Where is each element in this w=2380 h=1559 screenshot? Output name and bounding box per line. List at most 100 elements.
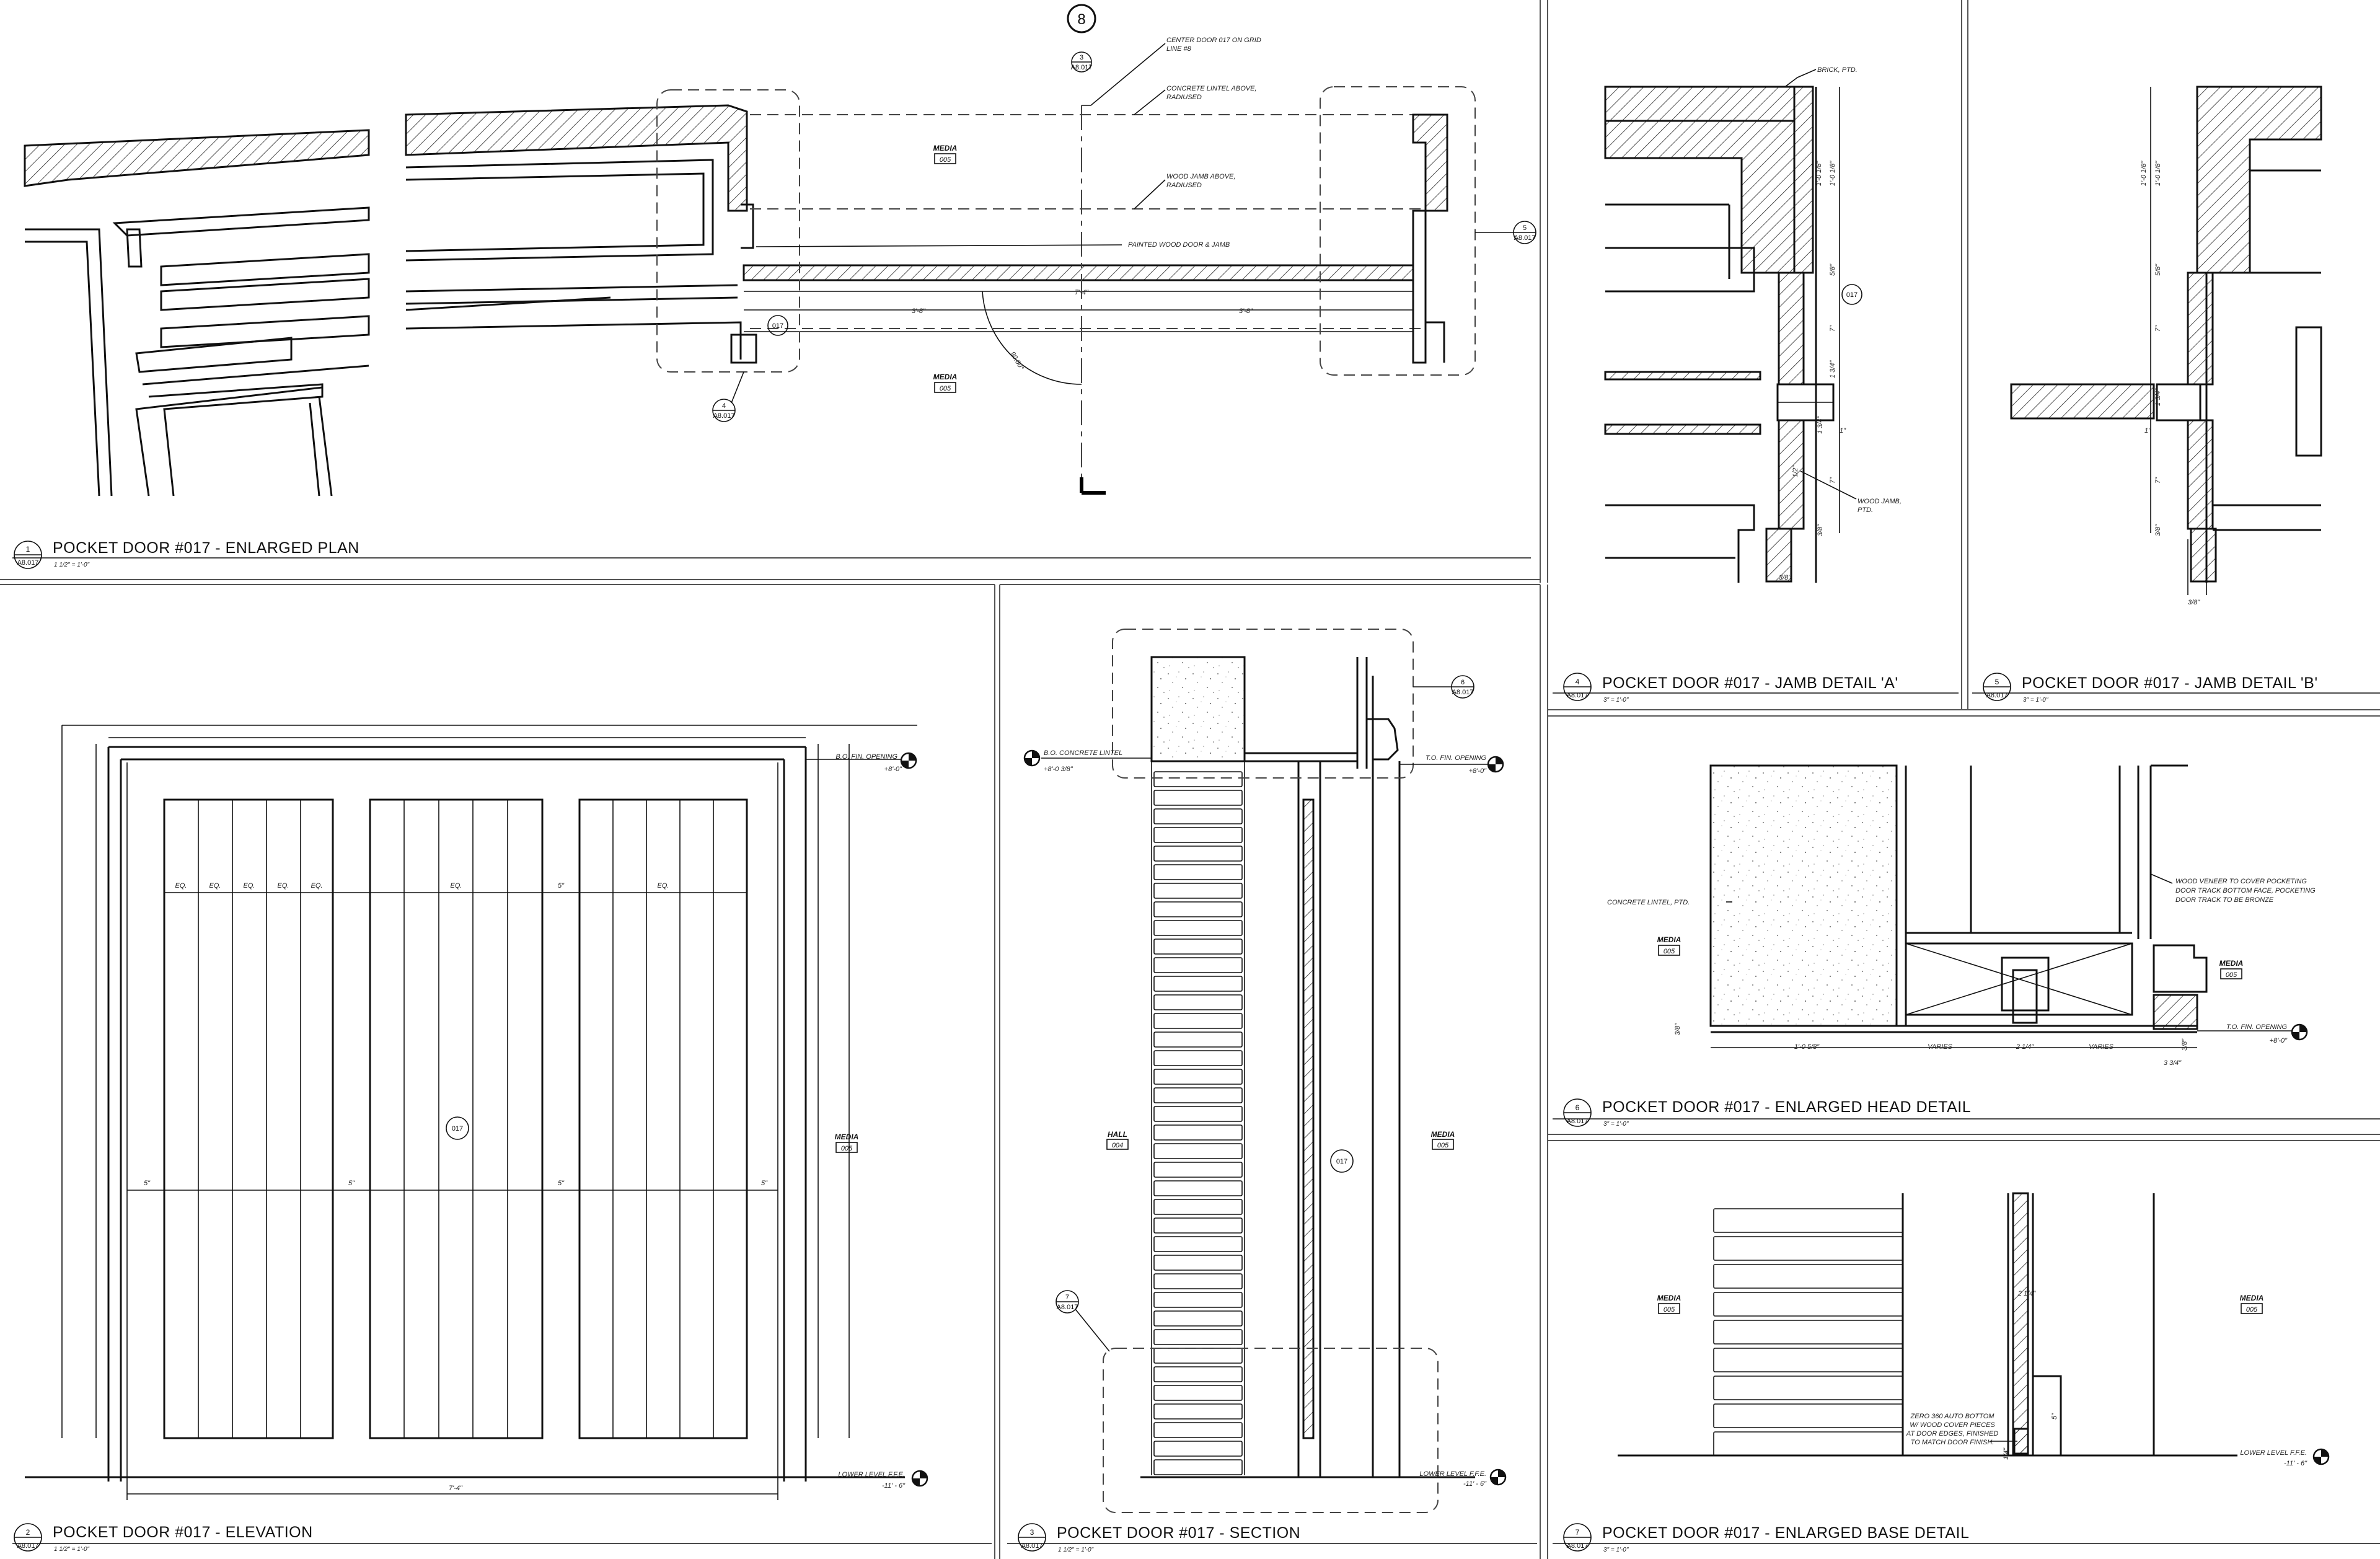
section-slat	[1153, 1199, 1243, 1215]
elev-door-tag: 017	[452, 1125, 463, 1133]
elev-ll-elevation: -11' - 6"	[882, 1482, 906, 1490]
section-slat	[1153, 1069, 1243, 1085]
base-slat	[1713, 1292, 1903, 1317]
view-2-title: POCKET DOOR #017 - ELEVATION	[53, 1524, 313, 1541]
view-5-sheet: A8.017	[1986, 692, 2008, 699]
elev-dim-eq-7: EQ.	[658, 882, 669, 890]
base-ll-label: LOWER LEVEL F.F.E.	[2240, 1449, 2307, 1457]
section-slat	[1153, 1292, 1243, 1308]
plan-note-center-2: LINE #8	[1166, 45, 1192, 53]
section-slat	[1153, 1217, 1243, 1234]
section-slat	[1153, 938, 1243, 955]
section-slat	[1153, 901, 1243, 917]
section-callout-6-num: 6	[1461, 679, 1465, 686]
base-ll-elevation: -11' - 6"	[2284, 1460, 2307, 1467]
plan-note-lintel: CONCRETE LINTEL ABOVE,	[1166, 85, 1256, 92]
head-dim-4: VARIES	[2089, 1043, 2113, 1051]
elev-dim-5in-1: 5"	[144, 1180, 151, 1187]
base-slat-wall	[1713, 1208, 1903, 1456]
view-6-number: 6	[1576, 1103, 1580, 1112]
view-6-scale: 3" = 1'-0"	[1603, 1121, 1629, 1128]
section-room-media-num: 005	[1437, 1142, 1449, 1149]
jamb-a-dim-11: 3/8"	[1779, 574, 1791, 581]
base-note-3: AT DOOR EDGES, FINISHED	[1906, 1430, 1998, 1438]
view-4-title: POCKET DOOR #017 - JAMB DETAIL 'A'	[1602, 674, 1898, 692]
jamb-a-dim-5: 1 3/4"	[1829, 360, 1836, 378]
callout-5-num: 5	[1523, 224, 1527, 232]
view-1-sheet: A8.017	[17, 559, 39, 567]
section-slat	[1153, 1441, 1243, 1457]
head-room-media-left-num: 005	[1664, 948, 1675, 955]
plan-dim-swing: 90.00°	[1008, 351, 1025, 372]
callout-3-sheet: A8.017	[1071, 64, 1093, 71]
jamb-a-note-wood-jamb-2: PTD.	[1858, 506, 1873, 514]
plan-room-media-bottom-num: 005	[940, 385, 951, 392]
view-1-scale: 1 1/2" = 1'-0"	[54, 562, 90, 568]
base-note-4: TO MATCH DOOR FINISH.	[1911, 1439, 1994, 1446]
plan-room-media-top: MEDIA	[933, 144, 958, 152]
jamb-b-dim-6: 1"	[2144, 427, 2151, 435]
elev-dim-eq-6: EQ.	[451, 882, 462, 890]
view-5-scale: 3" = 1'-0"	[2023, 697, 2048, 704]
section-slat	[1153, 846, 1243, 862]
jamb-a-dim-4: 7"	[1829, 325, 1836, 332]
section-callout-6-sheet: A8.017	[1452, 689, 1474, 696]
section-slat	[1153, 790, 1243, 806]
head-to-label: T.O. FIN. OPENING	[2226, 1023, 2287, 1031]
callout-3-num: 3	[1080, 54, 1083, 61]
view-5-title: POCKET DOOR #017 - JAMB DETAIL 'B'	[2022, 674, 2318, 692]
head-note-veneer-2: DOOR TRACK BOTTOM FACE, POCKETING	[2175, 887, 2316, 894]
section-slat	[1153, 1124, 1243, 1141]
jamb-b-dim-3: 5/8"	[2154, 263, 2162, 276]
base-slat	[1713, 1208, 1903, 1233]
jamb-b-dim-1: 1'-0 1/8"	[2140, 161, 2148, 186]
plan-note-lintel-2: RADIUSED	[1166, 94, 1202, 101]
base-dim-2: 5"	[2051, 1413, 2058, 1420]
callout-4-sheet: A8.017	[713, 412, 735, 420]
view-4-sheet: A8.017	[1567, 692, 1589, 699]
head-dim-2: VARIES	[1928, 1043, 1952, 1051]
section-slat	[1153, 1162, 1243, 1178]
door-panel-left	[163, 798, 334, 1439]
section-slat	[1153, 1180, 1243, 1196]
section-slat	[1153, 1236, 1243, 1252]
section-slat	[1153, 864, 1243, 880]
section-slat	[1153, 1366, 1243, 1382]
head-note-veneer-3: DOOR TRACK TO BE BRONZE	[2175, 896, 2274, 904]
plan-note-center: CENTER DOOR 017 ON GRID	[1166, 37, 1261, 44]
head-note-veneer-1: WOOD VENEER TO COVER POCKETING	[2175, 878, 2307, 885]
plan-door-tag: 017	[772, 322, 783, 330]
section-slat	[1153, 1459, 1243, 1475]
head-note-lintel: CONCRETE LINTEL, PTD.	[1607, 899, 1690, 906]
section-slat	[1153, 1031, 1243, 1048]
section-callout-7-num: 7	[1065, 1294, 1069, 1301]
section-slat	[1153, 883, 1243, 899]
section-slat	[1153, 1087, 1243, 1103]
jamb-a-dim-9: 1/2"	[1792, 465, 1799, 477]
section-slat	[1153, 1106, 1243, 1122]
section-slat	[1153, 808, 1243, 824]
elev-dim-eq-5: EQ.	[311, 882, 323, 890]
plan-room-media-top-num: 005	[940, 156, 951, 164]
elev-dim-eq-4: EQ.	[278, 882, 289, 890]
view-2-elevation: EQ. EQ. EQ. EQ. EQ. EQ. 5" EQ. 5" 5" 5" …	[12, 725, 992, 1553]
section-to-label: T.O. FIN. OPENING	[1426, 754, 1486, 762]
door-panel-center	[369, 798, 544, 1439]
view-2-scale: 1 1/2" = 1'-0"	[54, 1546, 90, 1553]
head-dim-7: 3 3/4"	[2164, 1059, 2182, 1067]
view-5-jamb-detail-b: 1'-0 1/8" 1'-0 1/8" 5/8" 7" 1 3/4" 1" 7"…	[1972, 86, 2380, 704]
elev-room-media: MEDIA	[835, 1133, 859, 1141]
view-4-scale: 3" = 1'-0"	[1603, 697, 1629, 704]
base-room-media-right: MEDIA	[2240, 1294, 2264, 1302]
section-slat	[1153, 771, 1243, 787]
view-1-title: POCKET DOOR #017 - ENLARGED PLAN	[53, 539, 359, 557]
section-slat	[1153, 957, 1243, 973]
elev-bo-elevation: +8'-0"	[884, 766, 902, 773]
view-5-number: 5	[1995, 678, 1999, 686]
plan-note-jamb-2: RADIUSED	[1166, 182, 1202, 189]
callout-4-num: 4	[722, 402, 726, 410]
view-7-base-detail: 2 1/4" 5" 1/4" ZERO 360 AUTO BOTTOM W/ W…	[1553, 1192, 2380, 1553]
view-4-number: 4	[1576, 678, 1580, 686]
